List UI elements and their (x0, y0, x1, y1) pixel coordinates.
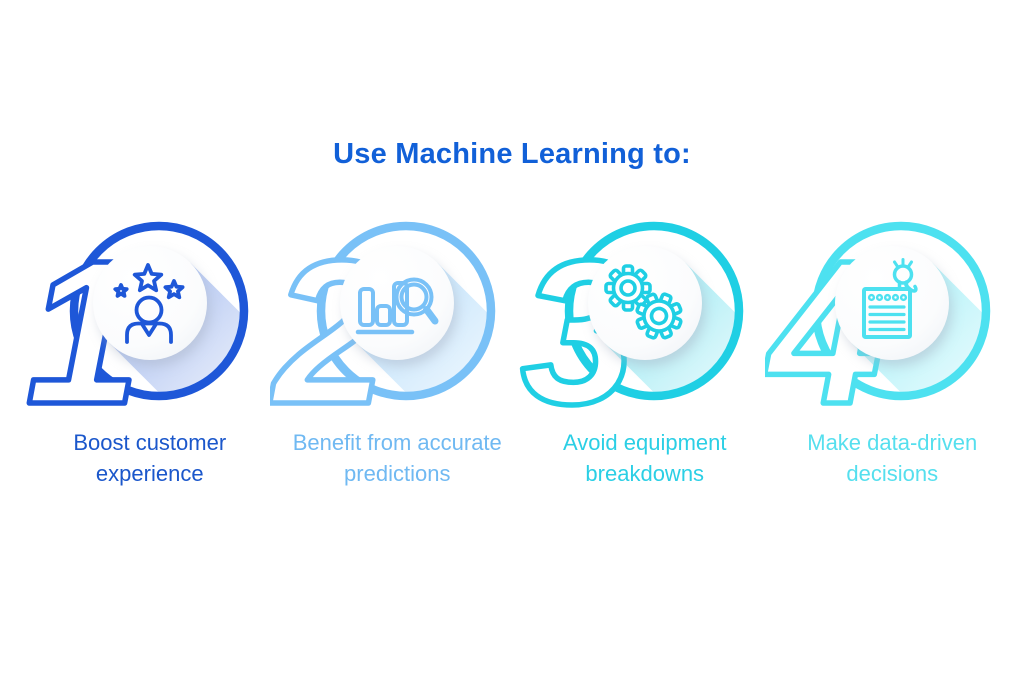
bar-chart-magnifier-icon (356, 277, 439, 335)
icon-circle (835, 246, 950, 360)
item-1-boost-customer-experience: 1 Boost customer experience (17, 207, 265, 489)
page-title: Use Machine Learning to: (333, 138, 691, 170)
item-2-graphic: 2 (270, 215, 496, 419)
item-4-label: Make data-driven decisions (807, 430, 978, 487)
ring (317, 221, 496, 401)
gears-icon (603, 264, 683, 340)
ring (564, 221, 743, 401)
item-4-data-driven-decisions: 4 (760, 207, 1008, 489)
item-2-accurate-predictions: 2 Benefit from accurate predictions (265, 207, 513, 489)
items-row: 1 Boost customer experience (17, 207, 1007, 489)
icon-circle (92, 246, 207, 360)
item-2-label: Benefit from accurate predictions (292, 430, 502, 487)
item-number: 1 (26, 218, 140, 419)
item-4-graphic: 4 (765, 215, 991, 419)
item-3-graphic: 3 (518, 215, 743, 419)
item-3-label: Avoid equipment breakdowns (563, 430, 727, 487)
ring (69, 221, 248, 401)
item-3-avoid-breakdowns: 3 (512, 207, 760, 489)
notepad-lightbulb-icon (862, 258, 918, 339)
ring (812, 221, 991, 401)
item-1-label: Boost customer experience (73, 430, 227, 487)
item-1-graphic: 1 (23, 215, 248, 419)
customer-with-stars-icon (113, 263, 185, 344)
